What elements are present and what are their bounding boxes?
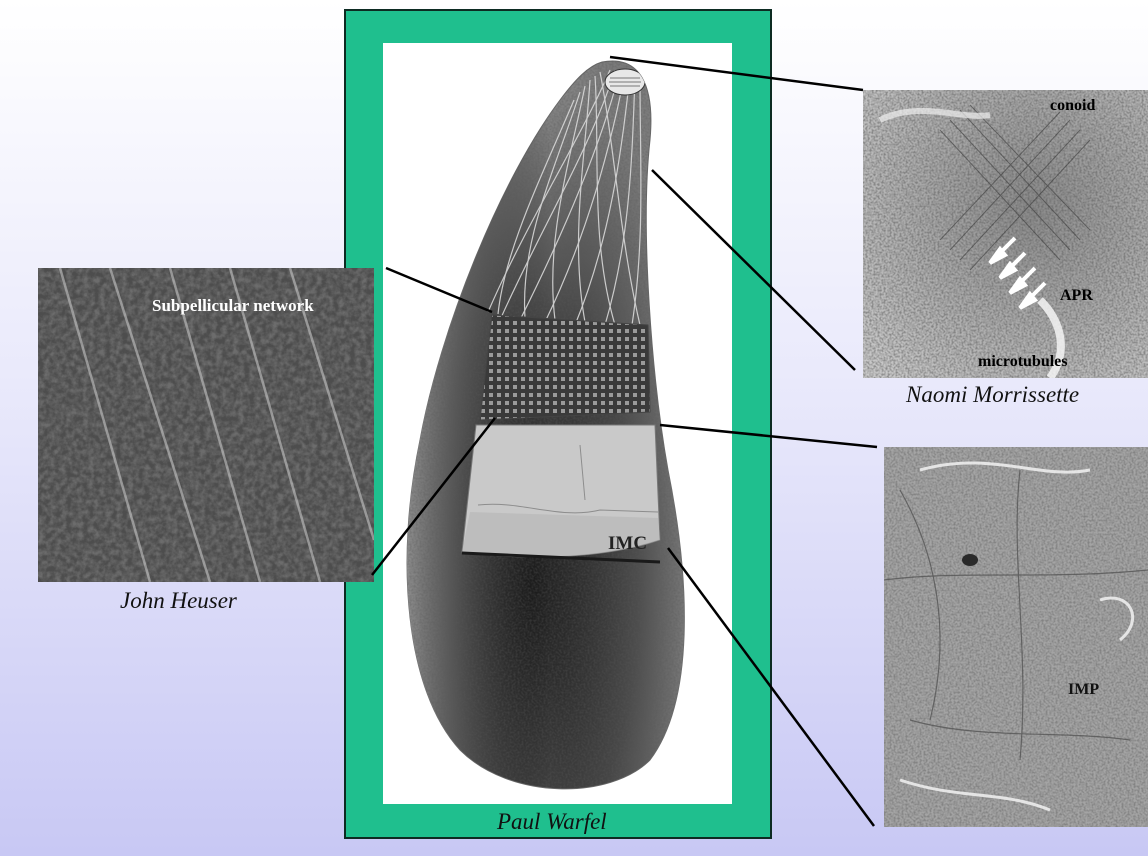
imp-label: IMP xyxy=(1068,681,1099,698)
subpellicular-network-label: Subpellicular network xyxy=(152,296,314,315)
paul-warfel-credit: Paul Warfel xyxy=(497,809,607,835)
apr-label: APR xyxy=(1060,287,1093,304)
imc-label: IMC xyxy=(608,533,647,554)
subpellicular-band xyxy=(480,315,650,420)
left-micrograph xyxy=(38,268,374,582)
microtubules-label: microtubules xyxy=(978,353,1067,370)
conoid-label: conoid xyxy=(1050,97,1095,114)
john-heuser-credit: John Heuser xyxy=(120,588,237,614)
bottom-right-micrograph xyxy=(884,447,1148,827)
top-right-micrograph xyxy=(863,90,1148,378)
naomi-morrissette-credit: Naomi Morrissette xyxy=(906,382,1079,408)
